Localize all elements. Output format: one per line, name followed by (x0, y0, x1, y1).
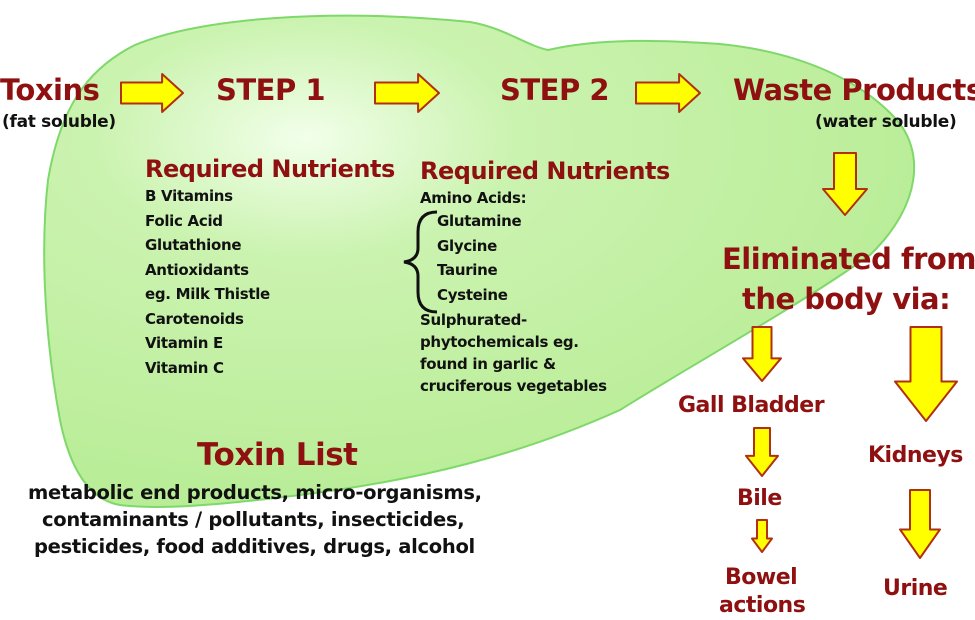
list-item: Cysteine (437, 285, 508, 304)
list-item: eg. Milk Thistle (145, 285, 270, 303)
step2-nutrients-heading: Required Nutrients (420, 157, 670, 185)
arrow-down-icon (894, 326, 958, 422)
waste-products-subtitle: (water soluble) (815, 112, 957, 132)
bowel-actions-label-line1: Bowel (725, 565, 798, 590)
list-item: Vitamin C (145, 358, 224, 377)
urine-label: Urine (883, 576, 948, 601)
bowel-actions-label-line2: actions (719, 593, 806, 618)
elimination-heading-line2: the body via: (742, 282, 951, 316)
list-item: Folic Acid (145, 211, 223, 230)
bile-label: Bile (737, 486, 782, 511)
waste-products-label: Waste Products (733, 73, 975, 107)
arrow-group (120, 73, 958, 559)
list-item: Taurine (437, 261, 498, 279)
list-item: metabolic end products, micro-organisms, (28, 481, 482, 504)
step2-label: STEP 2 (500, 73, 610, 107)
amino-acid-list: Glutamine Glycine Taurine Cysteine (437, 209, 522, 307)
list-item: phytochemicals eg. (420, 333, 579, 351)
arrow-down-icon (751, 519, 773, 553)
list-item: Glutathione (145, 236, 242, 254)
toxin-list: metabolic end products, micro-organisms,… (28, 479, 482, 560)
list-item: cruciferous vegetables (420, 377, 607, 395)
toxins-subtitle: (fat soluble) (2, 112, 116, 132)
arrow-right-icon (374, 73, 440, 113)
arrow-right-icon (120, 73, 184, 113)
step1-label: STEP 1 (216, 73, 326, 107)
step1-nutrients-heading: Required Nutrients (145, 155, 395, 183)
list-item: Glutamine (437, 212, 522, 230)
list-item: found in garlic & (420, 355, 556, 373)
list-item: Antioxidants (145, 260, 249, 279)
arrow-down-icon (899, 489, 941, 559)
amino-acids-brace-icon (403, 210, 438, 314)
list-item: contaminants / pollutants, insecticides, (42, 508, 465, 531)
step1-nutrient-list: B Vitamins Folic Acid Glutathione Antiox… (145, 184, 270, 380)
liver-shape (43, 14, 916, 508)
list-item: Vitamin E (145, 334, 223, 352)
elimination-heading-line1: Eliminated from (722, 242, 975, 276)
list-item: pesticides, food additives, drugs, alcoh… (34, 535, 475, 558)
phytochemicals-list: Sulphurated- phytochemicals eg. found in… (420, 309, 607, 397)
kidneys-label: Kidneys (868, 443, 963, 468)
arrow-down-icon (742, 326, 782, 382)
toxins-label: Toxins (0, 73, 100, 107)
amino-acids-label: Amino Acids: (420, 189, 527, 207)
list-item: Carotenoids (145, 309, 244, 328)
arrow-down-icon (745, 427, 779, 477)
list-item: B Vitamins (145, 187, 233, 205)
arrow-down-icon (822, 152, 868, 216)
list-item: Sulphurated- (420, 311, 527, 329)
gall-bladder-label: Gall Bladder (678, 393, 825, 418)
list-item: Glycine (437, 236, 498, 255)
arrow-right-icon (635, 73, 701, 113)
toxin-list-heading: Toxin List (197, 437, 358, 473)
